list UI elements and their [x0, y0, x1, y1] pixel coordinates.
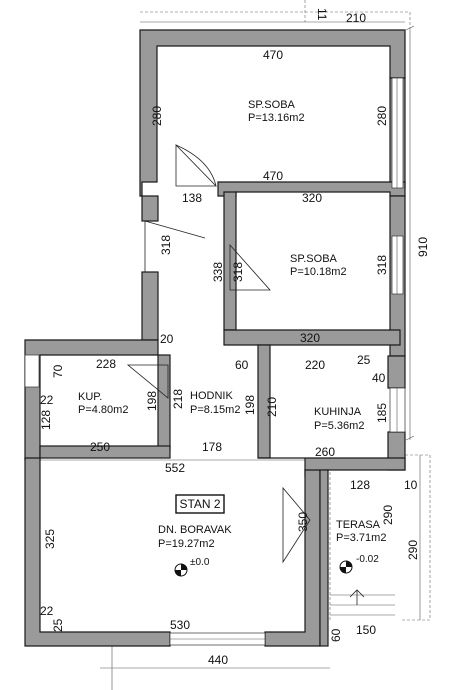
room-label-sp-soba-1: SP.SOBA P=13.16m2 [248, 99, 305, 124]
svg-text:228: 228 [96, 357, 116, 371]
svg-text:P=19.27m2: P=19.27m2 [158, 538, 215, 550]
svg-text:KUP.: KUP. [78, 391, 102, 403]
room-label-terasa: TERASA P=3.71m2 -0.02 [336, 519, 386, 565]
svg-text:P=13.16m2: P=13.16m2 [248, 112, 305, 124]
svg-text:440: 440 [208, 653, 228, 667]
svg-text:552: 552 [165, 461, 185, 475]
svg-text:318: 318 [231, 262, 245, 282]
svg-text:60: 60 [329, 628, 343, 642]
svg-text:DN. BORAVAK: DN. BORAVAK [158, 524, 232, 536]
svg-text:338: 338 [211, 262, 225, 282]
svg-text:138: 138 [182, 191, 202, 205]
outer-dashed-outline [140, 0, 431, 621]
svg-text:TERASA: TERASA [336, 519, 381, 531]
svg-text:±0.0: ±0.0 [190, 557, 210, 568]
svg-text:40: 40 [372, 371, 386, 385]
svg-text:22: 22 [40, 604, 54, 618]
svg-text:P=8.15m2: P=8.15m2 [190, 404, 240, 416]
walls [24, 29, 406, 647]
svg-text:318: 318 [159, 235, 173, 255]
svg-text:-0.02: -0.02 [356, 554, 379, 565]
room-label-sp-soba-2: SP.SOBA P=10.18m2 [290, 253, 347, 278]
unit-label-box [175, 494, 225, 514]
room-label-hodnik: HODNIK P=8.15m2 [190, 390, 240, 416]
svg-text:320: 320 [302, 191, 322, 205]
room-label-dn-boravak: DN. BORAVAK P=19.27m2 ±0.0 [158, 524, 232, 568]
svg-text:P=5.36m2: P=5.36m2 [314, 420, 364, 432]
svg-text:11: 11 [315, 8, 329, 21]
windows [24, 77, 406, 646]
svg-text:60: 60 [235, 358, 249, 372]
svg-text:P=3.71m2: P=3.71m2 [336, 532, 386, 544]
svg-text:325: 325 [43, 529, 57, 549]
svg-text:280: 280 [375, 106, 389, 126]
svg-text:470: 470 [263, 169, 283, 183]
level-marker-boravak [174, 563, 188, 577]
svg-text:530: 530 [170, 618, 190, 632]
svg-text:22: 22 [40, 393, 54, 407]
svg-text:290: 290 [381, 505, 395, 525]
svg-text:260: 260 [315, 445, 335, 459]
svg-text:70: 70 [51, 364, 65, 378]
svg-text:210: 210 [265, 397, 279, 417]
svg-text:250: 250 [90, 440, 110, 454]
svg-text:SP.SOBA: SP.SOBA [290, 253, 338, 265]
svg-text:350: 350 [296, 512, 310, 532]
svg-text:210: 210 [346, 11, 366, 25]
svg-text:P=4.80m2: P=4.80m2 [78, 404, 128, 416]
svg-text:320: 320 [300, 331, 320, 345]
svg-text:25: 25 [357, 353, 371, 367]
svg-text:185: 185 [375, 403, 389, 423]
svg-text:20: 20 [160, 332, 174, 346]
svg-text:10: 10 [404, 478, 418, 492]
svg-text:178: 178 [202, 440, 222, 454]
svg-text:P=10.18m2: P=10.18m2 [290, 266, 347, 278]
svg-text:220: 220 [305, 358, 325, 372]
svg-text:SP.SOBA: SP.SOBA [248, 99, 296, 111]
svg-text:128: 128 [350, 478, 370, 492]
svg-text:198: 198 [243, 395, 257, 415]
svg-text:290: 290 [406, 540, 420, 560]
svg-text:198: 198 [145, 391, 159, 411]
svg-text:128: 128 [39, 410, 53, 430]
svg-text:HODNIK: HODNIK [190, 390, 233, 402]
svg-text:318: 318 [375, 255, 389, 275]
level-marker-terasa [339, 560, 353, 574]
svg-text:280: 280 [150, 106, 164, 126]
svg-text:910: 910 [416, 237, 430, 257]
doors [126, 144, 395, 616]
svg-text:218: 218 [171, 389, 185, 409]
room-label-kup: KUP. P=4.80m2 [78, 391, 128, 416]
room-label-kuhinja: KUHINJA P=5.36m2 [314, 406, 364, 432]
svg-text:25: 25 [51, 618, 65, 632]
dimension-labels: 210 11 470 280 280 138 470 320 318 338 3… [39, 8, 430, 667]
svg-text:470: 470 [263, 48, 283, 62]
svg-text:KUHINJA: KUHINJA [314, 406, 362, 418]
svg-text:150: 150 [356, 623, 376, 637]
dimension-lines [40, 21, 421, 690]
unit-label: STAN 2 [179, 497, 220, 511]
